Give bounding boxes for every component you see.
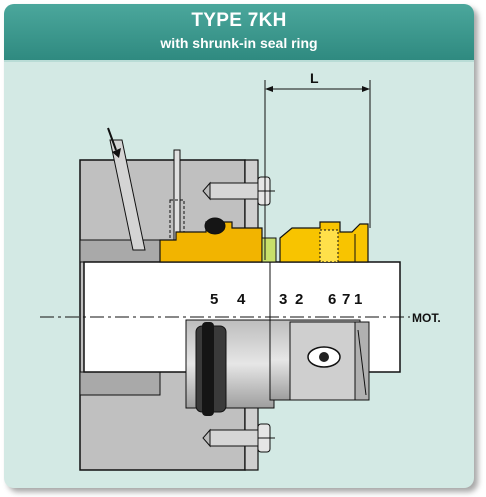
title-bar: TYPE 7KH with shrunk-in seal ring [4,4,474,62]
part-label-1: 1 [354,291,362,308]
part-label-2: 2 [295,291,303,308]
dimension-L [264,80,371,260]
flush-arrow [107,127,121,158]
page-subtitle: with shrunk-in seal ring [160,35,318,51]
seal-components [159,217,369,263]
axis-label-mot: MOT. [412,311,441,325]
bottom-bolt [202,423,275,453]
part-label-5: 5 [210,291,218,308]
part-label-3: 3 [279,291,287,308]
page-title: TYPE 7KH [191,10,287,31]
lower-seal-assembly [185,319,370,416]
part-label-6: 6 [328,291,336,308]
dimension-label: L [310,70,319,86]
top-bolt [202,176,275,206]
part-label-7: 7 [342,291,350,308]
part-label-4: 4 [237,291,246,308]
